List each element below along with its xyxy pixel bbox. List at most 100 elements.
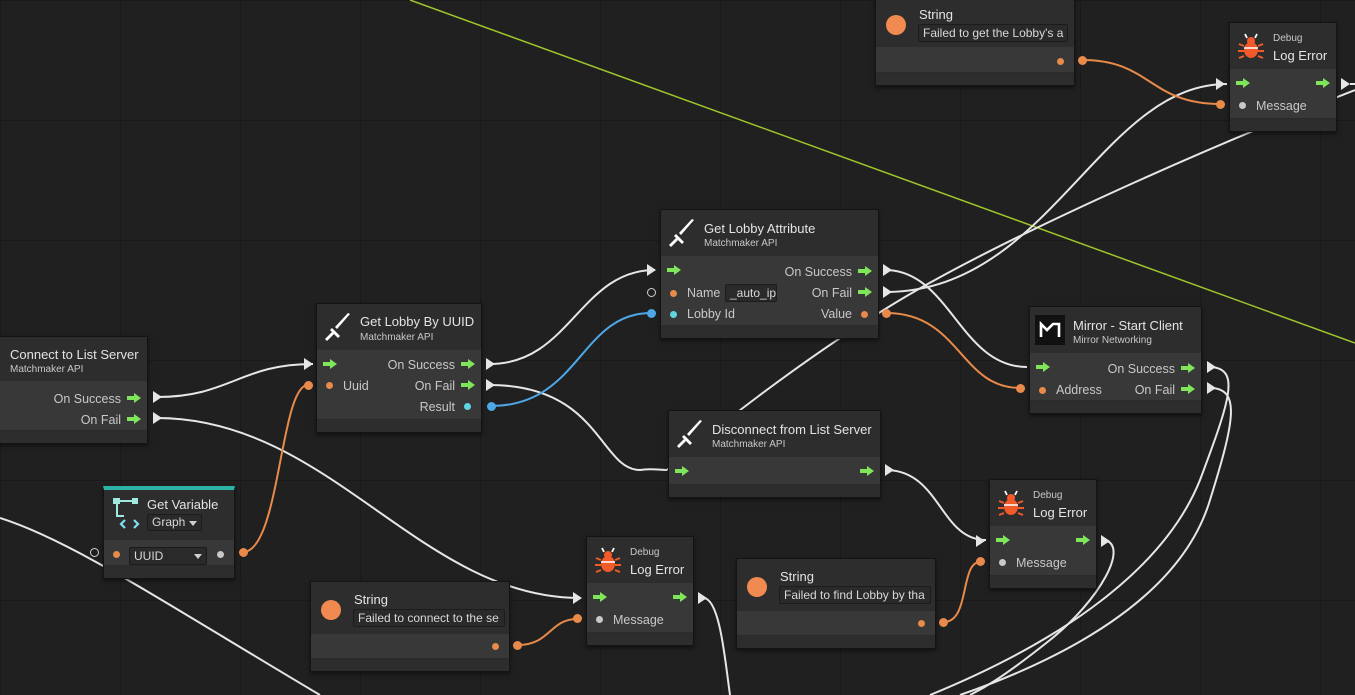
input-port-flow[interactable] xyxy=(647,264,656,276)
flow-in-arrow-icon[interactable] xyxy=(996,535,1010,545)
port-label-result: Result xyxy=(419,400,455,414)
node-title: String xyxy=(919,7,953,22)
output-port-on-success[interactable] xyxy=(1207,361,1216,373)
output-port-on-fail[interactable] xyxy=(883,286,892,298)
name-value-field[interactable]: _auto_ip xyxy=(725,284,777,302)
node-title: Connect to List Server xyxy=(10,347,139,362)
output-port-on-fail[interactable] xyxy=(1207,382,1216,394)
flow-in-arrow-icon[interactable] xyxy=(1236,78,1250,88)
node-string-top[interactable]: String Failed to get the Lobby's a xyxy=(875,0,1075,86)
string-value-field[interactable]: Failed to find Lobby by tha xyxy=(779,586,931,604)
node-get-lobby-attribute[interactable]: Get Lobby Attribute Matchmaker API On Su… xyxy=(660,209,879,339)
node-mirror-start-client[interactable]: Mirror - Start Client Mirror Networking … xyxy=(1029,306,1202,414)
string-value-field[interactable]: Failed to get the Lobby's a xyxy=(918,24,1068,42)
output-port-value[interactable] xyxy=(513,641,522,650)
string-output-dot[interactable] xyxy=(861,311,868,318)
input-port-address[interactable] xyxy=(1016,384,1025,393)
output-port-value[interactable] xyxy=(1078,56,1087,65)
flow-out-arrow-icon[interactable] xyxy=(1316,78,1330,88)
node-log-error-top[interactable]: Debug Log Error Message xyxy=(1229,22,1337,132)
wire-string-right xyxy=(943,561,981,623)
string-output-dot[interactable] xyxy=(492,643,499,650)
string-input-dot[interactable] xyxy=(1039,387,1046,394)
node-get-lobby-by-uuid[interactable]: Get Lobby By UUID Matchmaker API On Succ… xyxy=(316,303,482,433)
flow-out-arrow-icon[interactable] xyxy=(673,592,687,602)
output-port-on-success[interactable] xyxy=(153,391,162,403)
node-get-variable[interactable]: Get Variable Graph UUID xyxy=(103,486,235,579)
output-port-flow[interactable] xyxy=(885,464,894,476)
node-disconnect-from-list-server[interactable]: Disconnect from List Server Matchmaker A… xyxy=(668,410,881,498)
node-log-error-mid[interactable]: Debug Log Error Message xyxy=(586,536,694,646)
flow-in-arrow-icon[interactable] xyxy=(593,592,607,602)
string-output-dot[interactable] xyxy=(918,620,925,627)
input-port-message[interactable] xyxy=(573,614,582,623)
output-port-result[interactable] xyxy=(487,402,496,411)
message-input-dot[interactable] xyxy=(1239,102,1246,109)
input-port-flow[interactable] xyxy=(573,592,582,604)
output-port-on-success[interactable] xyxy=(883,264,892,276)
flow-out-arrow-icon[interactable] xyxy=(461,380,475,390)
input-port-hollow[interactable] xyxy=(90,548,99,557)
output-port-on-fail[interactable] xyxy=(153,412,162,424)
string-input-dot[interactable] xyxy=(113,551,120,558)
bug-icon xyxy=(1238,33,1264,59)
output-port-flow[interactable] xyxy=(1341,78,1350,90)
flow-out-arrow-icon[interactable] xyxy=(858,266,872,276)
node-subtitle: Matchmaker API xyxy=(10,364,84,375)
wire-attr-value xyxy=(885,312,1021,389)
message-input-dot[interactable] xyxy=(596,616,603,623)
output-port-on-success[interactable] xyxy=(486,358,495,370)
flow-out-arrow-icon[interactable] xyxy=(1181,384,1195,394)
port-label-name: Name xyxy=(687,286,721,300)
node-connect-to-list-server[interactable]: Connect to List Server Matchmaker API On… xyxy=(0,336,148,444)
string-input-dot[interactable] xyxy=(326,382,333,389)
flow-in-arrow-icon[interactable] xyxy=(667,265,681,275)
flow-out-arrow-icon[interactable] xyxy=(858,287,872,297)
output-port-value[interactable] xyxy=(939,618,948,627)
node-string-right[interactable]: String Failed to find Lobby by tha xyxy=(736,558,936,649)
node-category: Debug xyxy=(1273,33,1303,44)
message-input-dot[interactable] xyxy=(999,559,1006,566)
output-port-flow[interactable] xyxy=(698,592,707,604)
output-port-on-fail[interactable] xyxy=(486,379,495,391)
output-port-value[interactable] xyxy=(239,548,248,557)
input-port-uuid[interactable] xyxy=(304,381,313,390)
input-port-flow[interactable] xyxy=(976,535,985,547)
string-value-field[interactable]: Failed to connect to the se xyxy=(353,609,505,627)
string-input-dot[interactable] xyxy=(670,290,677,297)
wire-lobby-id xyxy=(490,312,652,407)
flow-out-arrow-icon[interactable] xyxy=(860,466,874,476)
input-port-message[interactable] xyxy=(1216,100,1225,109)
port-label-message: Message xyxy=(1016,556,1067,570)
wire-uuid-success xyxy=(489,269,656,365)
variable-name-dropdown[interactable]: UUID xyxy=(129,547,207,565)
value-output-dot[interactable] xyxy=(217,551,224,558)
flow-in-arrow-icon[interactable] xyxy=(1036,362,1050,372)
output-port-value[interactable] xyxy=(882,309,891,318)
input-port-hollow[interactable] xyxy=(647,288,656,297)
flow-out-arrow-icon[interactable] xyxy=(1181,363,1195,373)
input-port-flow[interactable] xyxy=(304,358,313,370)
node-log-error-right[interactable]: Debug Log Error Message xyxy=(989,479,1097,589)
id-output-dot[interactable] xyxy=(464,403,471,410)
flow-out-arrow-icon[interactable] xyxy=(461,359,475,369)
flow-out-arrow-icon[interactable] xyxy=(127,414,141,424)
string-type-icon xyxy=(747,577,767,597)
id-input-dot[interactable] xyxy=(670,311,677,318)
node-title: Mirror - Start Client xyxy=(1073,318,1183,333)
flow-out-arrow-icon[interactable] xyxy=(127,393,141,403)
output-port-flow[interactable] xyxy=(1101,535,1110,547)
port-label-on-fail: On Fail xyxy=(80,413,121,427)
port-label-message: Message xyxy=(613,613,664,627)
input-port-lobby-id[interactable] xyxy=(647,309,656,318)
input-port-flow[interactable] xyxy=(1216,78,1225,90)
variable-scope-dropdown[interactable]: Graph xyxy=(147,514,202,531)
flow-in-arrow-icon[interactable] xyxy=(323,359,337,369)
node-title: String xyxy=(354,592,388,607)
input-port-message[interactable] xyxy=(976,557,985,566)
node-string-mid[interactable]: String Failed to connect to the se xyxy=(310,581,510,672)
string-output-dot[interactable] xyxy=(1057,58,1064,65)
flow-in-arrow-icon[interactable] xyxy=(675,466,689,476)
node-title: Get Lobby Attribute xyxy=(704,221,816,236)
flow-out-arrow-icon[interactable] xyxy=(1076,535,1090,545)
